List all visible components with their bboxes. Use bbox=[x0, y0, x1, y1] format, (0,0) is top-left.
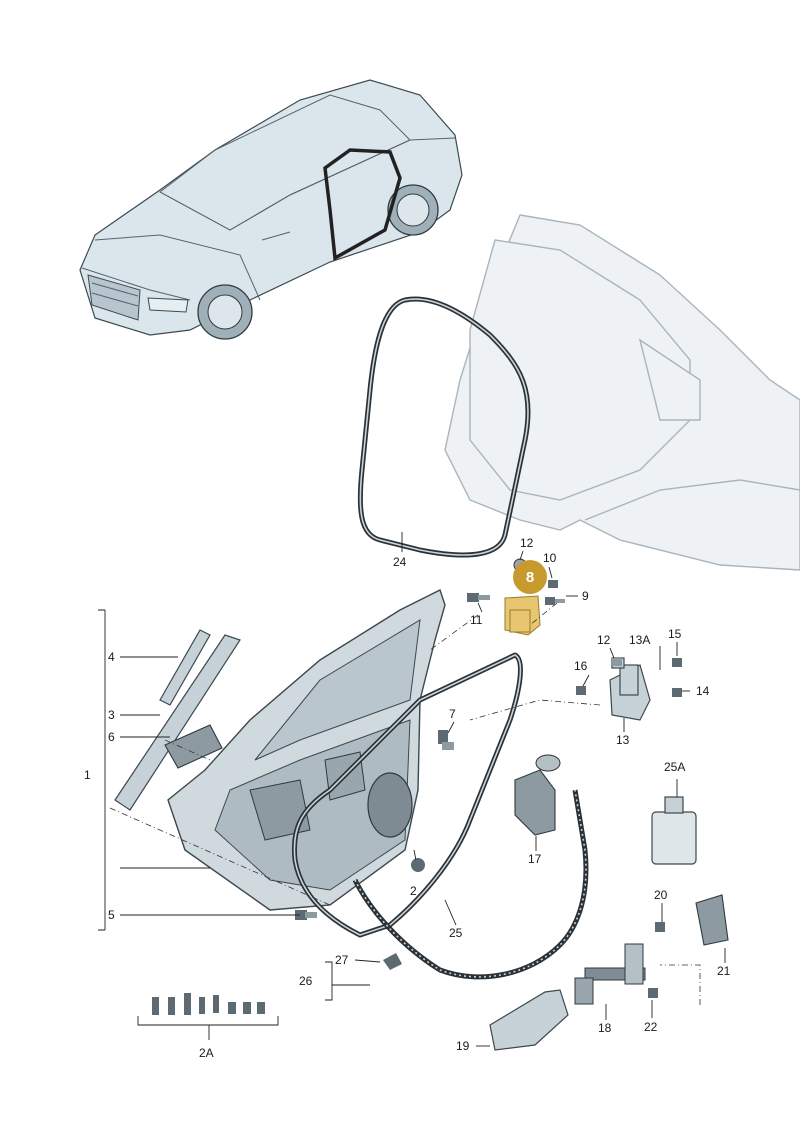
callout-9: 9 bbox=[582, 589, 589, 603]
callout-6: 6 bbox=[108, 730, 115, 744]
callout-12-lower: 12 bbox=[597, 633, 611, 647]
callout-18: 18 bbox=[598, 1021, 612, 1035]
bottle-icon bbox=[651, 796, 697, 865]
bolt-20 bbox=[655, 922, 665, 932]
assembly-lines bbox=[109, 602, 701, 1005]
callout-2A: 2A bbox=[199, 1046, 214, 1060]
callout-15: 15 bbox=[668, 627, 682, 641]
leader-lines bbox=[98, 532, 726, 1047]
callout-7: 7 bbox=[449, 707, 456, 721]
trim-strips bbox=[114, 629, 241, 811]
callout-4: 4 bbox=[108, 650, 115, 664]
callout-3: 3 bbox=[108, 708, 115, 722]
bolt-12b bbox=[612, 658, 622, 666]
callout-26: 26 bbox=[299, 974, 313, 988]
callout-24: 24 bbox=[393, 555, 407, 569]
bolt-9 bbox=[545, 597, 565, 605]
cover-17 bbox=[514, 754, 561, 836]
callout-27: 27 bbox=[335, 953, 349, 967]
bolt-5 bbox=[295, 910, 317, 920]
callout-13: 13 bbox=[616, 733, 630, 747]
door-seal-25 bbox=[291, 652, 523, 938]
callout-11: 11 bbox=[470, 613, 483, 627]
callout-labels: 1 2 2A 3 4 5 6 7 9 10 11 12 12 13 13A 14… bbox=[84, 536, 731, 1060]
callout-17: 17 bbox=[528, 852, 542, 866]
callout-10: 10 bbox=[543, 551, 557, 565]
callout-13A: 13A bbox=[629, 633, 650, 647]
bolt-2 bbox=[411, 858, 425, 872]
callout-16: 16 bbox=[574, 659, 588, 673]
callout-12-upper: 12 bbox=[520, 536, 534, 550]
bolt-22 bbox=[648, 988, 658, 998]
highlight-badge-8[interactable]: 8 bbox=[513, 560, 547, 594]
callout-1: 1 bbox=[84, 768, 91, 782]
lower-hinge-13 bbox=[609, 657, 651, 721]
callout-25A: 25A bbox=[664, 760, 685, 774]
bolt-11 bbox=[467, 593, 490, 602]
callout-21: 21 bbox=[717, 964, 731, 978]
callout-5: 5 bbox=[108, 908, 115, 922]
car-overview-illustration bbox=[79, 79, 463, 340]
bolt-7 bbox=[438, 730, 454, 750]
lower-seal-26 bbox=[352, 789, 589, 980]
bolt-15 bbox=[672, 658, 682, 667]
bezel-21 bbox=[695, 894, 729, 946]
body-side-panel bbox=[444, 214, 800, 571]
handle-19 bbox=[489, 989, 569, 1051]
callout-22: 22 bbox=[644, 1020, 658, 1034]
highlight-badge-label: 8 bbox=[526, 569, 534, 586]
bolt-14 bbox=[672, 688, 682, 697]
door-frame-seal bbox=[357, 296, 531, 558]
callout-25: 25 bbox=[449, 926, 463, 940]
door-check-18 bbox=[574, 943, 646, 1005]
callout-2: 2 bbox=[410, 884, 417, 898]
highlight-badge-circle bbox=[513, 560, 547, 594]
bolt-16 bbox=[576, 686, 586, 695]
bolts bbox=[295, 580, 682, 998]
clip-27 bbox=[383, 953, 402, 970]
callout-19: 19 bbox=[456, 1039, 470, 1053]
callout-14: 14 bbox=[696, 684, 710, 698]
bolt-10 bbox=[548, 580, 558, 588]
fastener-set-2A bbox=[152, 993, 265, 1015]
callout-20: 20 bbox=[654, 888, 668, 902]
